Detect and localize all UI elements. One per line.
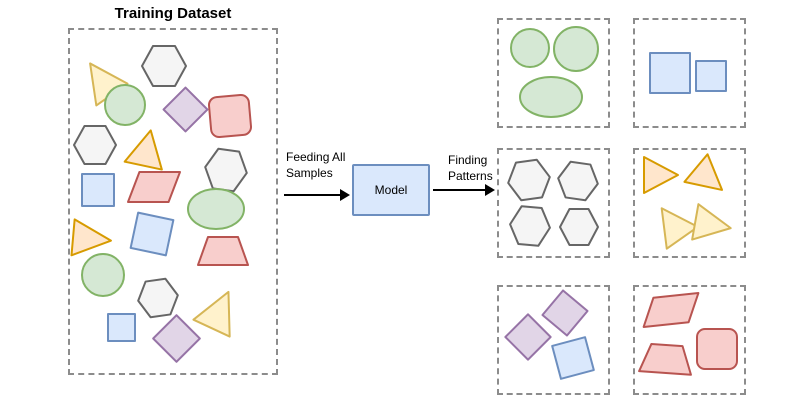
shape-square-blue [107, 313, 136, 342]
shape-triangle-yellow [660, 207, 699, 250]
shape-hexagon-gray [137, 277, 179, 319]
cluster-shapes-svg [504, 289, 595, 380]
arrow-feeding [284, 189, 350, 201]
cluster-purple-squares [497, 285, 610, 395]
shape-square-blue [81, 173, 115, 207]
shape-ellipse-green [519, 76, 583, 118]
model-label: Model [374, 183, 408, 197]
shape-triangle-yellow [192, 290, 231, 338]
shape-parallelogram-red [127, 171, 181, 203]
arrowhead-icon [485, 184, 495, 196]
shape-circle-green [510, 28, 550, 68]
shape-circle-green [81, 253, 125, 297]
shape-trapezoid-red [197, 236, 249, 266]
cluster-triangles [633, 148, 746, 258]
shape-ellipse-green [187, 188, 245, 230]
cluster-shapes-svg [510, 26, 599, 118]
shape-trapezoid-red [638, 342, 692, 376]
shape-circle-green [104, 84, 146, 126]
cluster-shapes-svg [643, 153, 732, 250]
arrow-line [284, 194, 341, 196]
shape-square-purple [541, 289, 589, 337]
shape-hexagon-gray [141, 45, 187, 87]
finding-patterns-label: Finding Patterns [448, 153, 493, 183]
cluster-shapes-svg [649, 52, 727, 94]
cluster-blue-squares [633, 18, 746, 128]
shape-hexagon-gray [509, 205, 551, 247]
cluster-shapes-svg [507, 158, 599, 247]
shape-hexagon-gray [507, 158, 551, 202]
shape-square-blue [129, 211, 175, 257]
training-dataset-title: Training Dataset [114, 5, 232, 22]
arrow-line [433, 189, 486, 191]
shape-rounded-square-red [696, 328, 738, 370]
shape-circle-green [553, 26, 599, 72]
cluster-green-circles [497, 18, 610, 128]
feeding-all-samples-label: Feeding All Samples [286, 150, 346, 180]
shape-square-blue [551, 336, 595, 380]
shape-hexagon-gray [557, 160, 599, 202]
shape-triangle-orange [123, 129, 163, 171]
model-box: Model [352, 164, 430, 216]
shape-square-purple [504, 313, 552, 361]
shape-parallelogram-red [642, 292, 700, 328]
arrowhead-icon [340, 189, 350, 201]
shape-triangle-orange [683, 153, 724, 191]
arrow-finding [433, 184, 495, 196]
training-dataset-box [68, 28, 278, 375]
shape-rounded-square-red [207, 93, 253, 139]
shape-hexagon-gray [73, 125, 117, 165]
shape-triangle-orange [643, 156, 679, 194]
shape-square-purple [152, 314, 201, 363]
shape-square-purple [162, 86, 209, 133]
cluster-red-quads [633, 285, 746, 395]
shape-triangle-orange [70, 218, 112, 257]
cluster-shapes-svg [638, 292, 738, 376]
shape-square-blue [649, 52, 691, 94]
shape-hexagon-gray [204, 147, 248, 193]
shape-hexagon-gray [559, 208, 599, 246]
shape-triangle-yellow [691, 203, 732, 241]
training-shapes-svg [70, 45, 253, 363]
shape-square-blue [695, 60, 727, 92]
cluster-gray-hexagons [497, 148, 610, 258]
